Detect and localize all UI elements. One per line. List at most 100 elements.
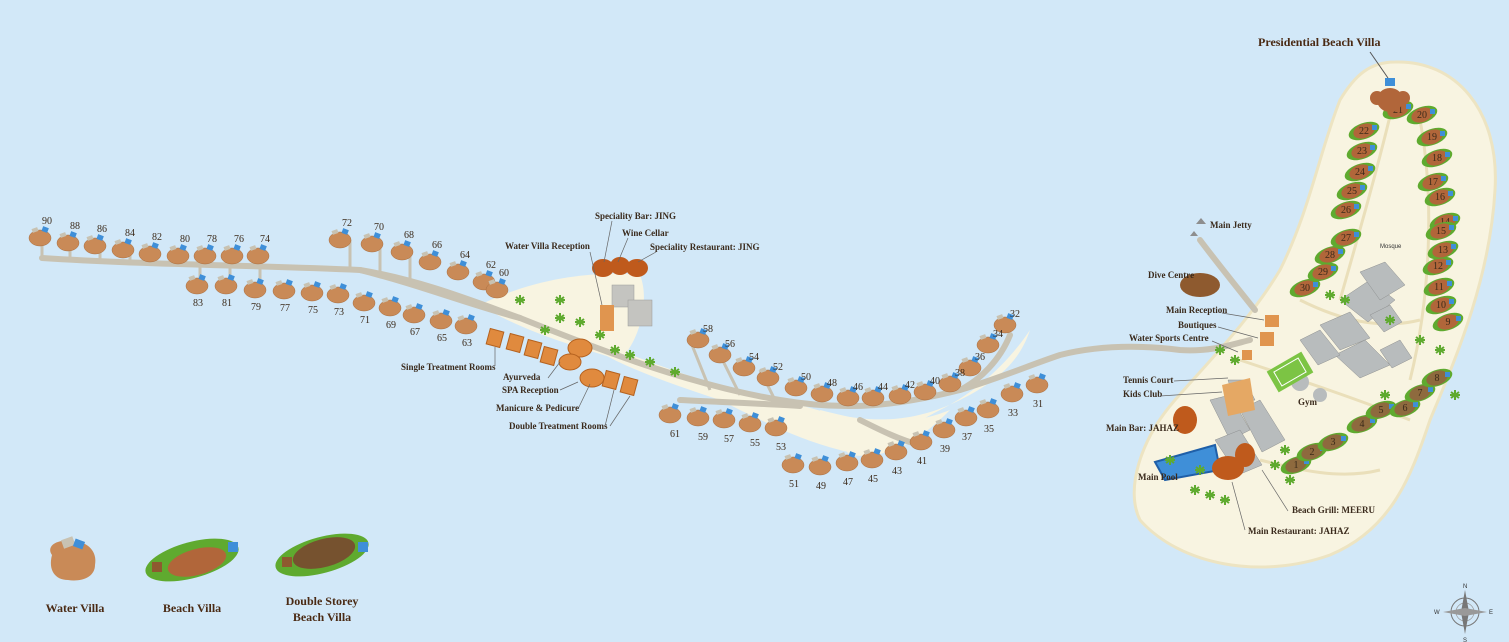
villa-label-46: 46 bbox=[853, 382, 863, 393]
label-main-restaurant: Main Restaurant: JAHAZ bbox=[1248, 526, 1350, 536]
villa-label-36: 36 bbox=[975, 352, 985, 363]
palm-icon bbox=[1269, 459, 1281, 471]
beach-villa-label-13: 13 bbox=[1438, 245, 1448, 256]
water-villa-54 bbox=[732, 356, 756, 377]
villa-label-74: 74 bbox=[260, 234, 270, 245]
villa-label-88: 88 bbox=[70, 221, 80, 232]
legend-double-storey-line1: Double Storey bbox=[286, 594, 359, 608]
beach-villa-7: 7 bbox=[1404, 383, 1436, 403]
villa-label-32: 32 bbox=[1010, 309, 1020, 320]
water-villa-64 bbox=[446, 260, 470, 281]
beach-villa-label-10: 10 bbox=[1436, 300, 1446, 311]
beach-villa-18: 18 bbox=[1421, 148, 1453, 168]
legend: Water Villa Beach Villa Double Storey Be… bbox=[46, 533, 369, 624]
label-speciality-bar: Speciality Bar: JING bbox=[595, 211, 676, 221]
label-tennis-court: Tennis Court bbox=[1123, 375, 1173, 385]
label-double-treatment-rooms: Double Treatment Rooms bbox=[509, 421, 608, 431]
water-villa-58 bbox=[686, 328, 710, 349]
label-main-pool: Main Pool bbox=[1138, 472, 1178, 482]
water-villa-32 bbox=[993, 313, 1017, 334]
label-ayurveda: Ayurveda bbox=[503, 372, 541, 382]
beach-villa-label-25: 25 bbox=[1347, 186, 1357, 197]
beach-villa-22: 22 bbox=[1348, 121, 1380, 141]
beach-villa-label-8: 8 bbox=[1435, 373, 1440, 384]
water-villa-57 bbox=[712, 408, 736, 429]
villa-label-59: 59 bbox=[698, 432, 708, 443]
palm-icon bbox=[1229, 354, 1241, 366]
water-villa-50 bbox=[784, 376, 808, 397]
beach-villa-label-5: 5 bbox=[1379, 405, 1384, 416]
compass-e: E bbox=[1489, 610, 1493, 616]
palm-icon bbox=[644, 356, 656, 368]
water-villa-44 bbox=[861, 386, 885, 407]
water-villa-35 bbox=[976, 398, 1000, 419]
water-villa-83 bbox=[185, 274, 209, 295]
villa-label-77: 77 bbox=[280, 303, 290, 314]
water-villa-63 bbox=[454, 314, 478, 335]
water-villa-67 bbox=[402, 303, 426, 324]
label-water-villa-reception: Water Villa Reception bbox=[505, 241, 590, 251]
palm-icon bbox=[574, 316, 586, 328]
beach-villa-label-24: 24 bbox=[1355, 167, 1365, 178]
reception-buildings bbox=[1242, 315, 1279, 360]
beach-villa-16: 16 bbox=[1424, 187, 1456, 207]
label-manicure: Manicure & Pedicure bbox=[496, 403, 579, 413]
water-villa-36 bbox=[958, 356, 982, 377]
beach-villa-13: 13 bbox=[1427, 240, 1459, 260]
beach-villa-label-28: 28 bbox=[1325, 250, 1335, 261]
water-villa-77 bbox=[272, 279, 296, 300]
beach-villa-26: 26 bbox=[1330, 200, 1362, 220]
water-villa-43 bbox=[884, 440, 908, 461]
map-title: Presidential Beach Villa bbox=[1258, 35, 1380, 49]
villa-label-83: 83 bbox=[193, 298, 203, 309]
island-pathways bbox=[1239, 94, 1431, 476]
palm-icon bbox=[669, 366, 681, 378]
villa-label-60: 60 bbox=[499, 268, 509, 279]
legend-water-villa-label: Water Villa bbox=[46, 601, 105, 615]
water-villa-48 bbox=[810, 382, 834, 403]
water-villa-52 bbox=[756, 366, 780, 387]
label-gym: Gym bbox=[1298, 397, 1318, 407]
legend-beach-villa-label: Beach Villa bbox=[163, 601, 221, 615]
water-villa-49 bbox=[808, 455, 832, 476]
label-main-jetty: Main Jetty bbox=[1210, 220, 1252, 230]
villa-label-33: 33 bbox=[1008, 408, 1018, 419]
villa-label-62: 62 bbox=[486, 260, 496, 271]
villa-label-86: 86 bbox=[97, 224, 107, 235]
main-restaurant-buildings bbox=[1173, 406, 1255, 480]
palm-icon bbox=[1379, 389, 1391, 401]
villa-label-37: 37 bbox=[962, 432, 972, 443]
label-single-treatment-rooms: Single Treatment Rooms bbox=[401, 362, 496, 372]
map-labels: Speciality Bar: JING Wine Cellar Special… bbox=[401, 211, 1402, 536]
round-building-2 bbox=[1313, 388, 1327, 402]
villa-label-70: 70 bbox=[374, 222, 384, 233]
villa-label-90: 90 bbox=[42, 216, 52, 227]
palm-icon bbox=[1164, 454, 1176, 466]
villa-label-61: 61 bbox=[670, 429, 680, 440]
label-kids-club: Kids Club bbox=[1123, 389, 1162, 399]
water-villa-72 bbox=[328, 228, 352, 249]
label-main-reception: Main Reception bbox=[1166, 305, 1227, 315]
beach-villa-3: 3 bbox=[1317, 432, 1349, 452]
villa-label-53: 53 bbox=[776, 442, 786, 453]
villa-label-35: 35 bbox=[984, 424, 994, 435]
water-villa-42 bbox=[888, 384, 912, 405]
villa-label-71: 71 bbox=[360, 315, 370, 326]
water-villa-55 bbox=[738, 412, 762, 433]
villa-label-66: 66 bbox=[432, 240, 442, 251]
compass-rose-icon: N S E W bbox=[1434, 584, 1493, 642]
beach-villa-label-21: 21 bbox=[1393, 105, 1403, 116]
label-mosque: Mosque bbox=[1380, 244, 1402, 250]
beach-villa-29: 29 bbox=[1307, 262, 1339, 282]
water-villa-81 bbox=[214, 274, 238, 295]
palm-icon bbox=[1384, 314, 1396, 326]
beach-villa-label-22: 22 bbox=[1359, 126, 1369, 137]
villa-label-44: 44 bbox=[878, 382, 888, 393]
water-villa-66 bbox=[418, 250, 442, 271]
villa-label-82: 82 bbox=[152, 232, 162, 243]
water-villa-47 bbox=[835, 451, 859, 472]
palm-icon bbox=[1204, 489, 1216, 501]
villa-label-42: 42 bbox=[905, 380, 915, 391]
water-villa-46 bbox=[836, 386, 860, 407]
